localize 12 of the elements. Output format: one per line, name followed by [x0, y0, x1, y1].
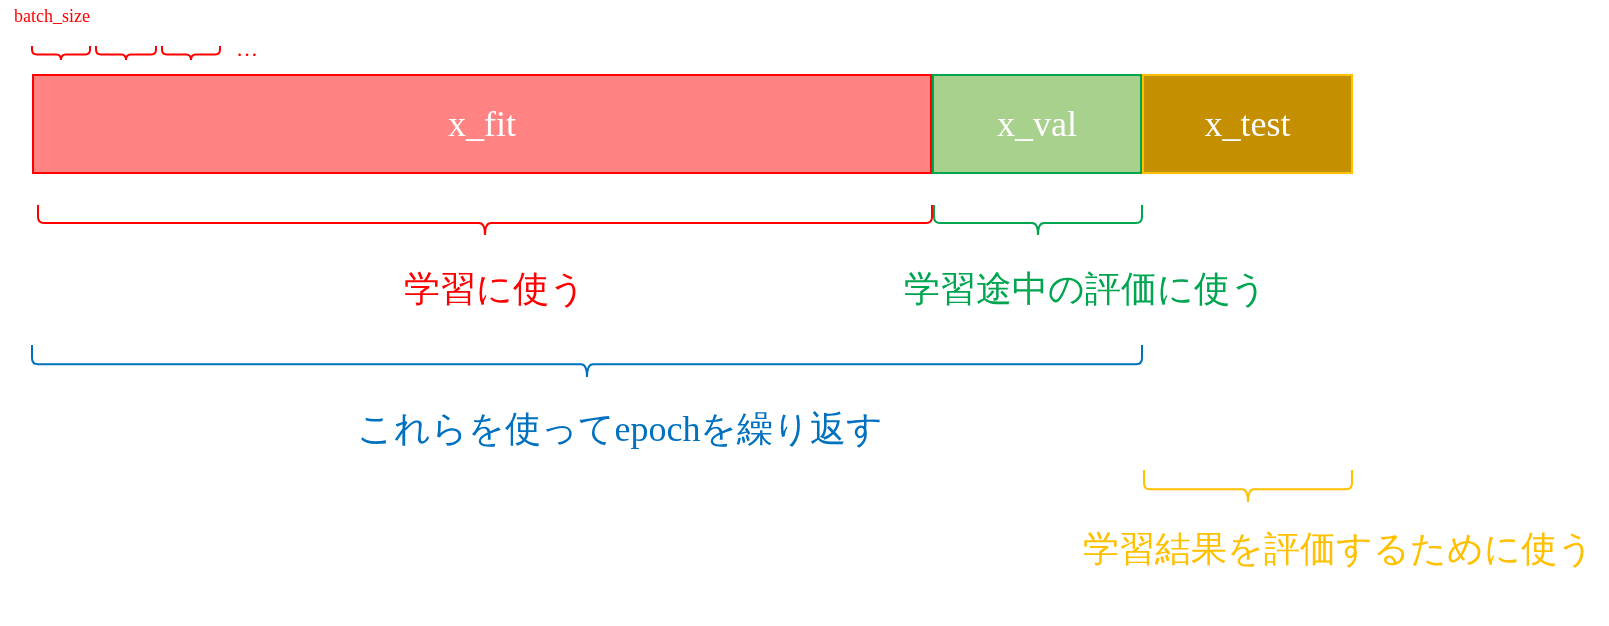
- data-segment-bar: [1142, 74, 1353, 174]
- ellipsis-mark: …: [236, 36, 258, 62]
- usage-note: これらを使ってepochを繰り返す: [356, 408, 884, 451]
- data-segment-bar: [932, 74, 1142, 174]
- data-segment-bar: [32, 74, 932, 174]
- batch-size-label: batch_size: [14, 6, 90, 27]
- usage-note: 学習途中の評価に使う: [903, 268, 1267, 311]
- segment-label: x_test: [1204, 103, 1291, 145]
- usage-note: 学習結果を評価するために使う: [1083, 528, 1594, 571]
- usage-note: 学習に使う: [404, 268, 586, 311]
- segment-label: x_fit: [448, 103, 516, 145]
- segment-label: x_val: [997, 103, 1077, 145]
